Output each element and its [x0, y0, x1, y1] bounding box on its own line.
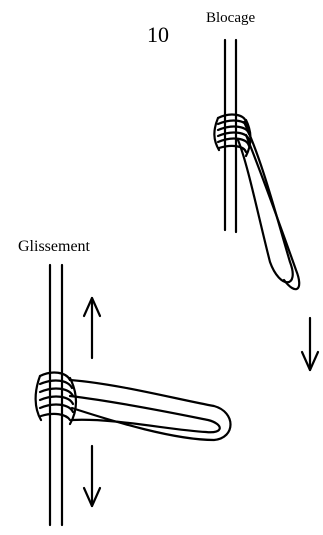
label-glissement: Glissement: [18, 238, 90, 256]
arrow-down-glissement: [84, 446, 100, 506]
rope-vertical-bottom: [50, 265, 62, 525]
label-blocage: Blocage: [206, 10, 255, 27]
sling-loop-top: [238, 122, 299, 289]
figure-number: 10: [147, 22, 169, 48]
sling-loop-bottom: [70, 380, 231, 440]
knot-wraps-bottom: [36, 373, 76, 424]
knot-wraps-top: [214, 115, 250, 156]
rope-vertical-top: [225, 40, 236, 232]
arrow-down-blocage: [302, 318, 318, 370]
arrow-up-glissement: [84, 298, 100, 358]
